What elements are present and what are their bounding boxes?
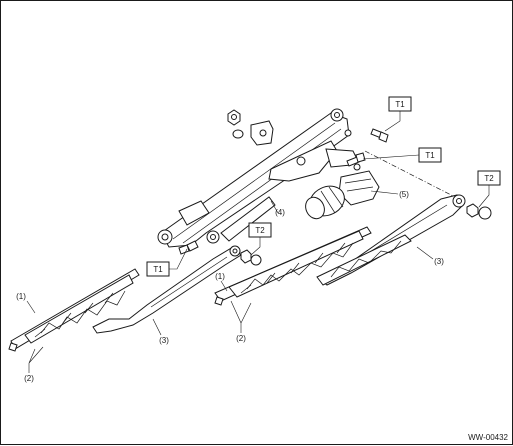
torque-tag-t1-left: T1 <box>146 261 170 277</box>
callout-arm-left: (3) <box>159 336 169 345</box>
t1-bolt-mid <box>346 152 366 167</box>
svg-text:T1: T1 <box>425 151 435 160</box>
wiper-arm-center <box>92 245 262 334</box>
callout-arm-right: (3) <box>434 257 444 266</box>
callout-insert-left: (2) <box>24 374 34 383</box>
callout-blade-left: (1) <box>16 292 26 301</box>
svg-text:T2: T2 <box>255 226 265 235</box>
figure-id: WW-00432 <box>468 433 508 442</box>
svg-text:T1: T1 <box>395 100 405 109</box>
t1-bolt-top <box>370 128 389 143</box>
alignment-line <box>364 150 456 198</box>
wiper-link-frame <box>157 108 358 248</box>
wiper-motor <box>305 163 380 220</box>
svg-text:T1: T1 <box>153 265 163 274</box>
svg-text:T2: T2 <box>484 174 494 183</box>
torque-tag-t2-right: T2 <box>477 170 501 186</box>
wiper-blade-right <box>316 234 412 286</box>
wiper-blade-left <box>8 268 140 352</box>
callout-blade-center: (1) <box>215 272 225 281</box>
torque-tag-t2-center: T2 <box>248 222 272 238</box>
callout-link-rod: (4) <box>275 208 285 217</box>
torque-tag-t1-top: T1 <box>388 96 412 112</box>
t1-bolt-left <box>178 240 199 255</box>
wiper-blade-center <box>214 226 372 306</box>
bracket-hardware <box>227 109 274 146</box>
torque-tag-t1-mid: T1 <box>418 147 442 163</box>
callout-motor: (5) <box>399 190 409 199</box>
callout-insert-center: (2) <box>236 334 246 343</box>
leader-lines <box>26 111 490 373</box>
